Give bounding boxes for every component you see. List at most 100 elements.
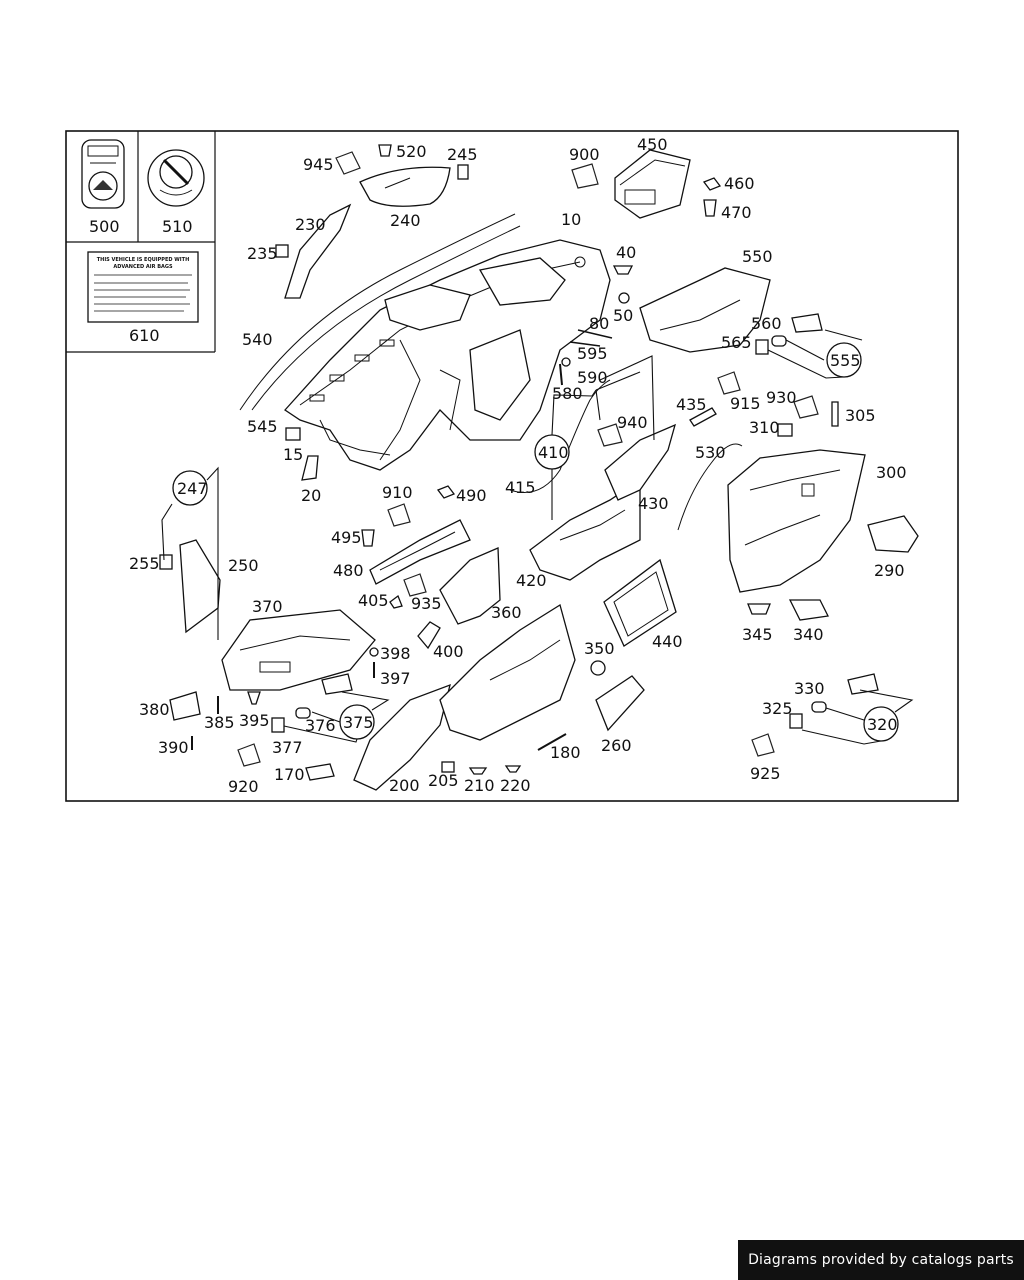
label-470: 470 <box>721 203 752 222</box>
label-300: 300 <box>876 463 907 482</box>
side-trim-230 <box>284 203 352 299</box>
clip-255 <box>159 554 173 570</box>
rod-80 <box>577 329 613 339</box>
clip-205 <box>441 761 455 773</box>
screw-210 <box>468 767 488 775</box>
label-235: 235 <box>247 244 278 263</box>
label-415: 415 <box>505 478 536 497</box>
cover-290 <box>867 515 919 553</box>
tag-910 <box>387 503 411 527</box>
label-610: 610 <box>129 326 160 345</box>
label-560: 560 <box>751 314 782 333</box>
trim-frame-420 <box>529 478 641 581</box>
child-seat-warning-sticker-510 <box>147 149 205 207</box>
trim-400 <box>417 621 441 650</box>
label-540: 540 <box>242 330 273 349</box>
clip-520 <box>378 144 392 157</box>
lower-center-console <box>439 603 576 741</box>
clip-245 <box>457 164 469 180</box>
label-440: 440 <box>652 632 683 651</box>
label-205: 205 <box>428 771 459 790</box>
label-450: 450 <box>637 135 668 154</box>
label-945: 945 <box>303 155 334 174</box>
washer-590 <box>561 357 571 367</box>
nut-460 <box>702 177 722 191</box>
label-398: 398 <box>380 644 411 663</box>
lamp-socket-377 <box>271 717 285 733</box>
label-430: 430 <box>638 494 669 513</box>
label-495: 495 <box>331 528 362 547</box>
trim-strip-545 <box>251 225 521 411</box>
label-595: 595 <box>577 344 608 363</box>
label-480: 480 <box>333 561 364 580</box>
speaker-cover-240 <box>359 166 451 207</box>
vent-frame-360 <box>439 547 501 625</box>
label-290: 290 <box>874 561 905 580</box>
tag-940 <box>597 423 623 447</box>
trim-frame-430 <box>604 423 676 501</box>
screw-580 <box>559 363 563 386</box>
label-565: 565 <box>721 333 752 352</box>
bulb-325 <box>811 701 827 713</box>
label-375: 375 <box>343 713 374 732</box>
bolt-495 <box>361 529 375 547</box>
label-590: 590 <box>577 368 608 387</box>
label-345: 345 <box>742 625 773 644</box>
label-935: 935 <box>411 594 442 613</box>
footer-credit: Diagrams provided by catalogs parts <box>738 1240 1024 1280</box>
label-40: 40 <box>616 243 636 262</box>
label-180: 180 <box>550 743 581 762</box>
clip-398 <box>369 647 379 657</box>
label-940: 940 <box>617 413 648 432</box>
label-80: 80 <box>589 314 609 333</box>
dashboard-carrier-10 <box>284 239 611 471</box>
label-310: 310 <box>749 418 780 437</box>
label-20: 20 <box>301 486 321 505</box>
tag-915 <box>717 371 741 395</box>
label-510: 510 <box>162 217 193 236</box>
label-400: 400 <box>433 642 464 661</box>
label-305: 305 <box>845 406 876 425</box>
label-320: 320 <box>867 715 898 734</box>
clip-170 <box>305 763 335 781</box>
lamp-socket-325 <box>789 713 803 729</box>
label-460: 460 <box>724 174 755 193</box>
knee-panel-370 <box>221 609 376 691</box>
label-390: 390 <box>158 738 189 757</box>
label-260: 260 <box>601 736 632 755</box>
label-210: 210 <box>464 776 495 795</box>
hook-20 <box>301 455 319 481</box>
screw-220 <box>504 765 522 773</box>
label-490: 490 <box>456 486 487 505</box>
tag-920 <box>237 743 261 767</box>
label-330: 330 <box>794 679 825 698</box>
label-360: 360 <box>491 603 522 622</box>
label-15: 15 <box>283 445 303 464</box>
nut-490 <box>436 485 456 499</box>
bolt-40 <box>612 265 634 275</box>
airbag-module-450 <box>614 149 691 219</box>
bulb-565 <box>771 335 787 347</box>
tag-925 <box>751 733 775 757</box>
diagram-frame <box>65 130 959 802</box>
clip-395 <box>247 691 261 705</box>
label-410: 410 <box>538 443 569 462</box>
label-420: 420 <box>516 571 547 590</box>
label-915: 915 <box>730 394 761 413</box>
label-350: 350 <box>584 639 615 658</box>
label-925: 925 <box>750 764 781 783</box>
label-370: 370 <box>252 597 283 616</box>
label-395: 395 <box>239 711 270 730</box>
label-230: 230 <box>295 215 326 234</box>
label-50: 50 <box>613 306 633 325</box>
glovebox-300 <box>727 449 866 593</box>
trim-260 <box>595 675 645 732</box>
bezel-440 <box>603 558 677 647</box>
air-duct-480 <box>369 519 471 585</box>
bulb-376 <box>295 707 311 719</box>
key-305 <box>831 401 839 427</box>
lock-cylinder-340 <box>788 599 829 621</box>
tag-935 <box>403 573 427 597</box>
label-340: 340 <box>793 625 824 644</box>
